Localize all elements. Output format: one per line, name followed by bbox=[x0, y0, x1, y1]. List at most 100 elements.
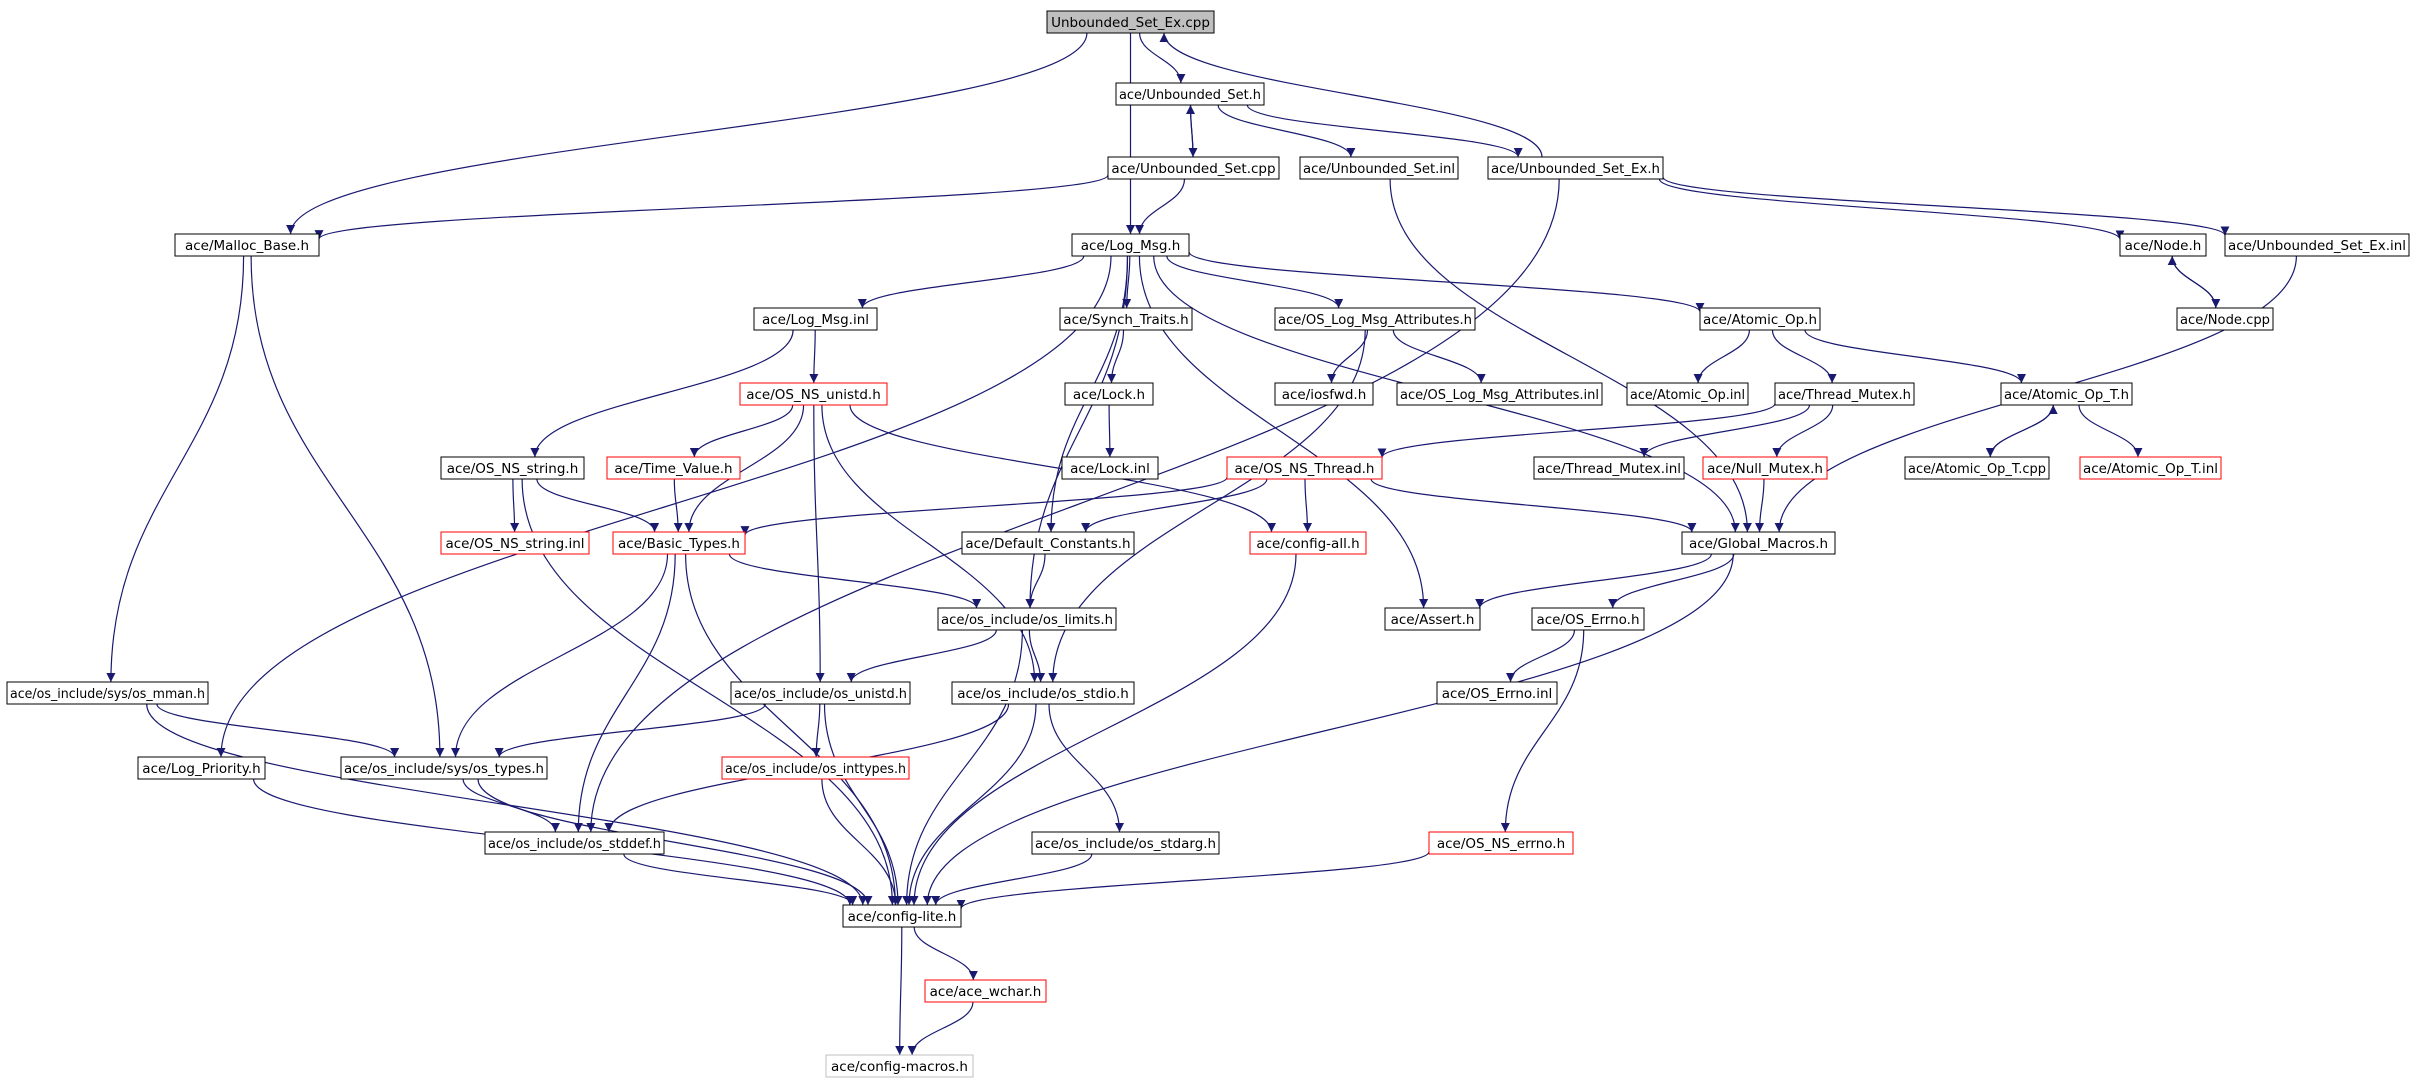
node-configlite[interactable]: ace/config-lite.h bbox=[842, 904, 962, 928]
node-osmman[interactable]: ace/os_include/sys/os_mman.h bbox=[6, 681, 209, 705]
edge-usetexh-to-root bbox=[1159, 32, 1543, 158]
node-box bbox=[1533, 456, 1685, 480]
node-osstddef[interactable]: ace/os_include/os_stddef.h bbox=[484, 831, 665, 855]
edge-root-to-malloc bbox=[286, 32, 1088, 235]
node-systypes[interactable]: ace/os_include/sys/os_types.h bbox=[340, 756, 548, 780]
node-thmutex[interactable]: ace/Thread_Mutex.h bbox=[1774, 382, 1915, 406]
node-box bbox=[951, 681, 1135, 705]
node-timevalue[interactable]: ace/Time_Value.h bbox=[606, 456, 741, 480]
node-usetexh[interactable]: ace/Unbounded_Set_Ex.h bbox=[1487, 156, 1664, 180]
node-box bbox=[1115, 82, 1265, 106]
node-box bbox=[340, 756, 548, 780]
edge-logmsg-to-oslogattr bbox=[1166, 255, 1344, 309]
node-atomictcpp[interactable]: ace/Atomic_Op_T.cpp bbox=[1904, 456, 2050, 480]
edge-synch-to-lockh bbox=[1107, 329, 1125, 384]
node-label: ace/OS_NS_string.h bbox=[447, 461, 579, 477]
node-label: ace/Atomic_Op_T.inl bbox=[2083, 461, 2218, 477]
node-basictypes[interactable]: ace/Basic_Types.h bbox=[612, 531, 746, 555]
node-logmsg[interactable]: ace/Log_Msg.h bbox=[1071, 233, 1190, 257]
node-label: ace/os_include/sys/os_mman.h bbox=[10, 686, 205, 702]
node-oslimits[interactable]: ace/os_include/os_limits.h bbox=[937, 607, 1117, 631]
node-box bbox=[842, 904, 962, 928]
node-osnserrno[interactable]: ace/OS_NS_errno.h bbox=[1428, 831, 1574, 855]
edge-osthread-to-basictypes bbox=[740, 476, 1228, 536]
node-malloc[interactable]: ace/Malloc_Base.h bbox=[174, 233, 320, 257]
edge-logmsg-to-atomic bbox=[1188, 251, 1705, 313]
node-label: ace/os_include/os_unistd.h bbox=[734, 686, 907, 702]
node-osthread[interactable]: ace/OS_NS_Thread.h bbox=[1226, 456, 1383, 480]
edge-useth-to-usetinl bbox=[1217, 104, 1356, 158]
node-osstdio[interactable]: ace/os_include/os_stdio.h bbox=[951, 681, 1135, 705]
node-atomic[interactable]: ace/Atomic_Op.h bbox=[1699, 307, 1821, 331]
node-box bbox=[2079, 456, 2222, 480]
edge-oslimits-to-configlite bbox=[902, 629, 1023, 906]
edge-osstring-to-basictypes bbox=[536, 478, 660, 533]
node-logprio[interactable]: ace/Log_Priority.h bbox=[137, 756, 266, 780]
edge-oslogattr-to-iosfwd bbox=[1327, 329, 1369, 384]
node-oslogattrinl[interactable]: ace/OS_Log_Msg_Attributes.inl bbox=[1396, 382, 1603, 406]
node-logmsginl[interactable]: ace/Log_Msg.inl bbox=[753, 307, 878, 331]
node-thmutexinl[interactable]: ace/Thread_Mutex.inl bbox=[1533, 456, 1685, 480]
edge-osunistd-to-timevalue bbox=[689, 404, 794, 458]
node-label: ace/Unbounded_Set_Ex.h bbox=[1491, 161, 1660, 177]
node-label: ace/Null_Mutex.h bbox=[1707, 461, 1823, 477]
node-atomictinl[interactable]: ace/Atomic_Op_T.inl bbox=[2079, 456, 2222, 480]
node-nodecpp[interactable]: ace/Node.cpp bbox=[2176, 307, 2274, 331]
node-iosfwd[interactable]: ace/iosfwd.h bbox=[1274, 382, 1374, 406]
node-box bbox=[825, 1054, 974, 1078]
node-atomicinl[interactable]: ace/Atomic_Op.inl bbox=[1626, 382, 1749, 406]
node-label: ace/os_include/os_stdio.h bbox=[957, 686, 1129, 702]
node-osunistd[interactable]: ace/OS_NS_unistd.h bbox=[739, 382, 888, 406]
node-box bbox=[440, 456, 585, 480]
node-box bbox=[1699, 307, 1821, 331]
node-node[interactable]: ace/Node.h bbox=[2119, 233, 2207, 257]
edge-atomictcpp-to-atomict bbox=[1989, 404, 2058, 458]
node-configall[interactable]: ace/config-all.h bbox=[1249, 531, 1367, 555]
node-osunistdinc[interactable]: ace/os_include/os_unistd.h bbox=[730, 681, 911, 705]
node-label: ace/config-macros.h bbox=[831, 1059, 968, 1075]
node-atomict[interactable]: ace/Atomic_Op_T.h bbox=[2000, 382, 2133, 406]
node-label: ace/Malloc_Base.h bbox=[185, 238, 309, 254]
node-usetcpp[interactable]: ace/Unbounded_Set.cpp bbox=[1107, 156, 1280, 180]
node-osstdarg[interactable]: ace/os_include/os_stdarg.h bbox=[1031, 831, 1220, 855]
node-osinttypes[interactable]: ace/os_include/os_inttypes.h bbox=[721, 756, 910, 780]
node-osstring[interactable]: ace/OS_NS_string.h bbox=[440, 456, 585, 480]
node-acewchar[interactable]: ace/ace_wchar.h bbox=[924, 979, 1047, 1003]
node-box bbox=[137, 756, 266, 780]
node-label: ace/OS_Errno.inl bbox=[1442, 686, 1553, 702]
node-globalmacros[interactable]: ace/Global_Macros.h bbox=[1681, 531, 1836, 555]
node-box bbox=[924, 979, 1047, 1003]
node-usetinl[interactable]: ace/Unbounded_Set.inl bbox=[1299, 156, 1459, 180]
node-oslogattr[interactable]: ace/OS_Log_Msg_Attributes.h bbox=[1274, 307, 1476, 331]
node-oserrnoinl[interactable]: ace/OS_Errno.inl bbox=[1436, 681, 1558, 705]
node-lockinl[interactable]: ace/Lock.inl bbox=[1061, 456, 1159, 480]
node-lockh[interactable]: ace/Lock.h bbox=[1064, 382, 1154, 406]
node-osstringinl[interactable]: ace/OS_NS_string.inl bbox=[440, 531, 590, 555]
node-useth[interactable]: ace/Unbounded_Set.h bbox=[1115, 82, 1265, 106]
edge-osunistd-to-osstdio bbox=[821, 404, 1040, 683]
node-synch[interactable]: ace/Synch_Traits.h bbox=[1059, 307, 1193, 331]
node-label: ace/Unbounded_Set_Ex.inl bbox=[2228, 238, 2406, 254]
edge-logmsg-to-logprio bbox=[216, 255, 1112, 758]
node-configmacros[interactable]: ace/config-macros.h bbox=[825, 1054, 974, 1078]
node-label: ace/Log_Priority.h bbox=[142, 761, 260, 777]
node-usetexinl[interactable]: ace/Unbounded_Set_Ex.inl bbox=[2224, 233, 2410, 257]
edge-logmsg-to-logmsginl bbox=[857, 255, 1085, 309]
node-defconst[interactable]: ace/Default_Constants.h bbox=[961, 531, 1135, 555]
edge-nodecpp-to-node bbox=[2167, 255, 2217, 309]
edge-oslimits-to-osunistdinc bbox=[846, 629, 997, 683]
node-label: ace/os_include/os_limits.h bbox=[941, 612, 1113, 628]
node-box bbox=[1071, 233, 1190, 257]
node-box bbox=[1031, 831, 1220, 855]
node-box bbox=[2224, 233, 2410, 257]
edge-usetcpp-to-malloc bbox=[314, 174, 1109, 240]
node-label: ace/OS_NS_errno.h bbox=[1437, 836, 1565, 852]
node-oserrno[interactable]: ace/OS_Errno.h bbox=[1531, 607, 1645, 631]
node-nullmutex[interactable]: ace/Null_Mutex.h bbox=[1702, 456, 1828, 480]
edge-basictypes-to-oslimits bbox=[728, 553, 982, 609]
node-asserth[interactable]: ace/Assert.h bbox=[1384, 607, 1481, 631]
node-label: ace/Atomic_Op_T.h bbox=[2004, 387, 2129, 403]
node-box bbox=[1531, 607, 1645, 631]
node-box bbox=[1436, 681, 1558, 705]
node-label: ace/Node.cpp bbox=[2180, 312, 2270, 328]
